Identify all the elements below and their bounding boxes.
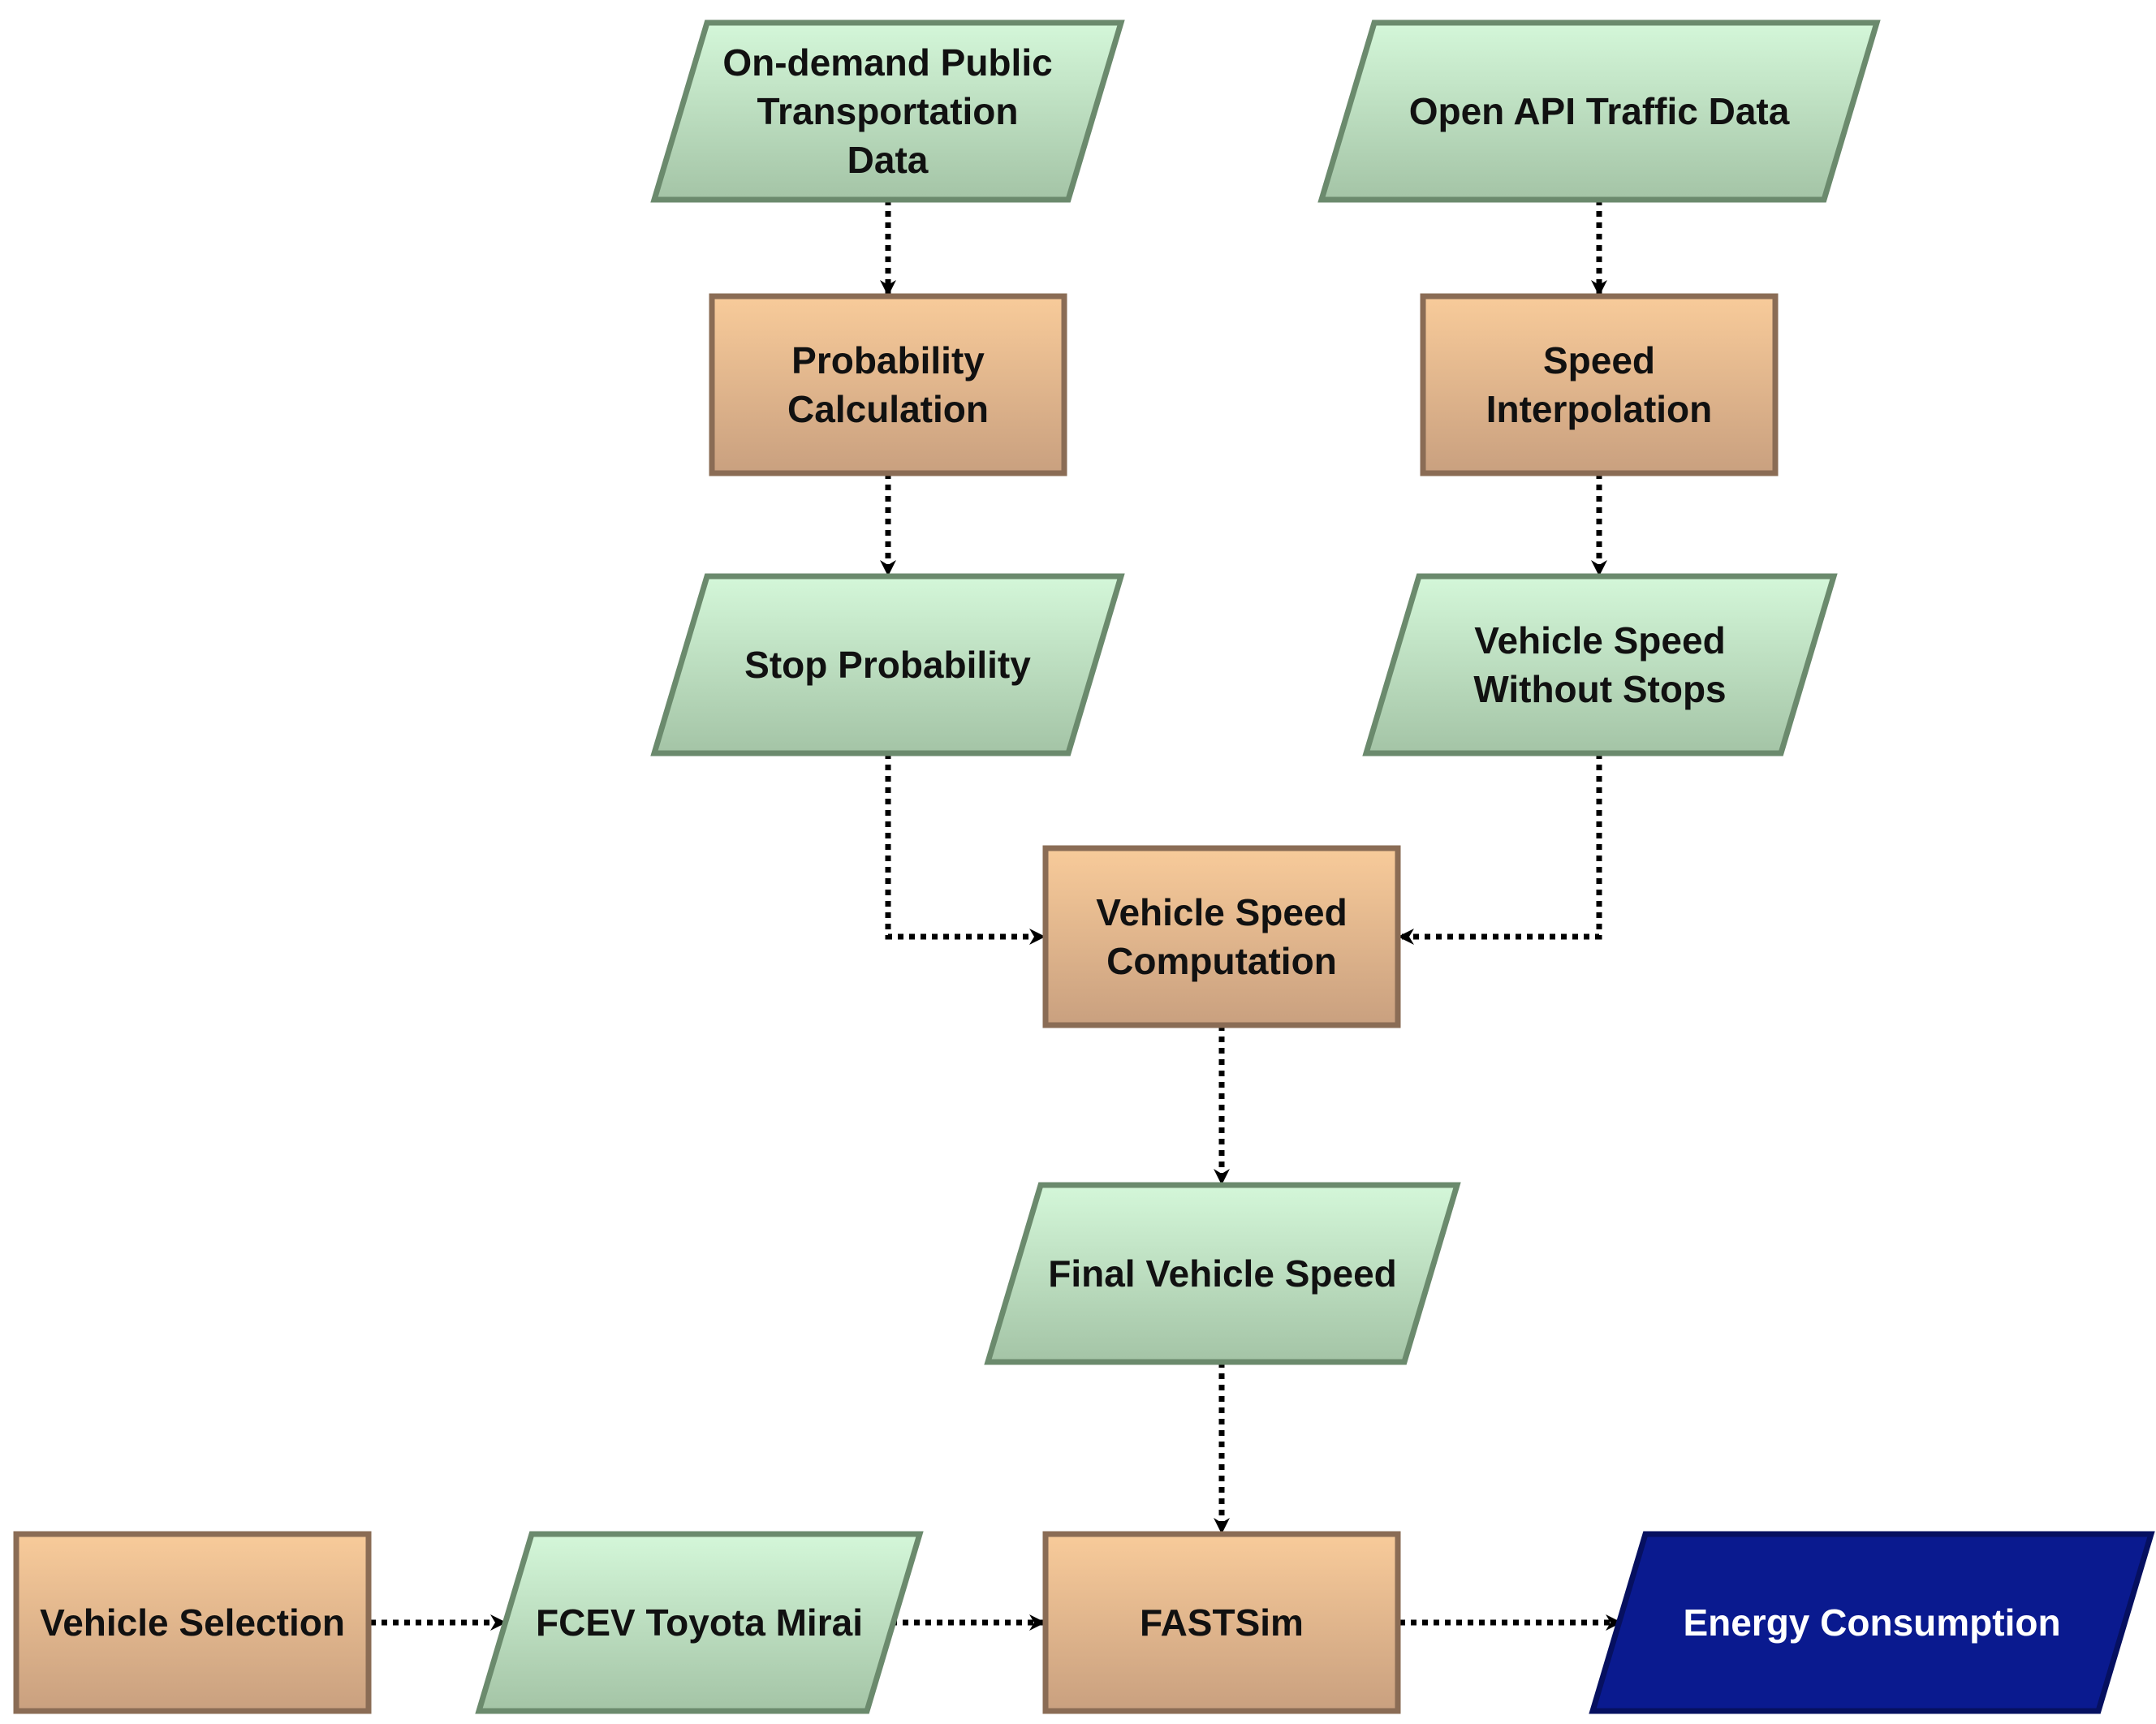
arrow-stop-prob-to-speed-comp — [885, 753, 1046, 945]
vehicle-selection-label: Vehicle Selection — [40, 1601, 345, 1644]
vehicle-speed-computation-label: Vehicle Speed Computation — [1096, 891, 1348, 982]
speed-no-stops-data-shape — [1362, 573, 1838, 756]
final-vehicle-speed-label: Final Vehicle Speed — [1048, 1252, 1397, 1295]
energy-data-shape — [1589, 1531, 2155, 1714]
fcev-toyota-mirai-label: FCEV Toyota Mirai — [536, 1601, 863, 1644]
open-api-data-shape — [1317, 19, 1881, 203]
stop-prob-data-shape — [650, 573, 1125, 756]
probability-calculation-label: Probability Calculation — [787, 339, 989, 430]
speed-interpolation-label: Speed Interpolation — [1485, 339, 1713, 430]
fastsim-label: FASTSim — [1140, 1601, 1304, 1644]
open-api-traffic-data-label: Open API Traffic Data — [1408, 90, 1790, 132]
on-demand-data-label: On-demand Public Transportation Data — [722, 41, 1053, 181]
prob-calc-process-box — [709, 293, 1067, 476]
arrow-speed-no-stops-to-speed-comp — [1398, 753, 1602, 945]
speed-comp-process-box — [1042, 845, 1401, 1028]
on-demand-data-shape — [650, 19, 1125, 203]
fastsim-process-box — [1042, 1531, 1401, 1714]
speed-interp-process-box — [1420, 293, 1779, 476]
node-layer — [13, 19, 2155, 1714]
final-speed-data-shape — [984, 1182, 1461, 1365]
vehicle-speed-without-stops-label: Vehicle Speed Without Stops — [1473, 619, 1727, 710]
connector-layer — [370, 200, 1622, 1631]
energy-consumption-label: Energy Consumption — [1683, 1601, 2061, 1644]
vehicle-sel-process-box — [13, 1531, 372, 1714]
stop-probability-label: Stop Probability — [744, 644, 1031, 686]
fcev-data-shape — [475, 1531, 924, 1714]
